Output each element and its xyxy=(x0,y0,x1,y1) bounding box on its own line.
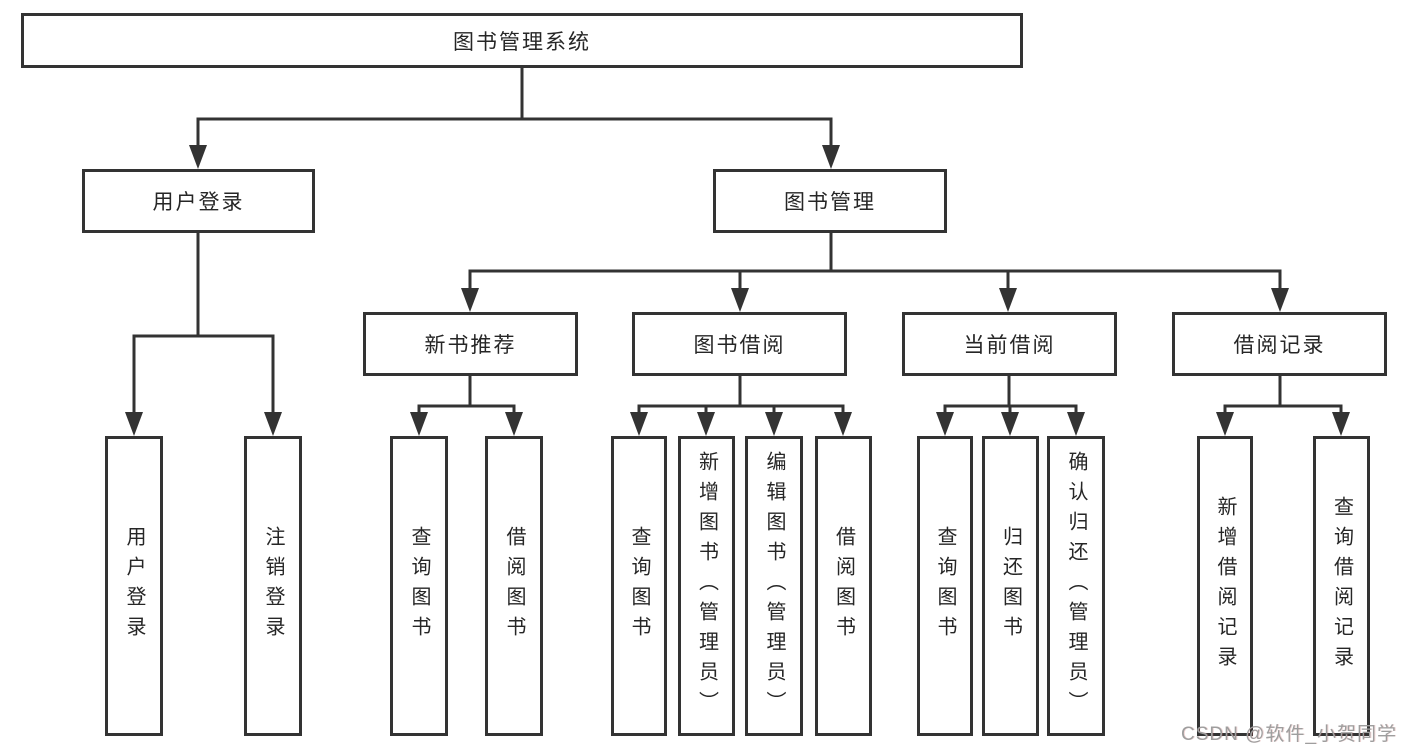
node-borrowing-records: 借阅记录 xyxy=(1172,312,1387,376)
leaf-query-book-current-label: 查询图书 xyxy=(934,526,956,646)
node-borrowing-records-label: 借阅记录 xyxy=(1233,334,1326,357)
node-current-borrowing: 当前借阅 xyxy=(902,312,1117,376)
leaf-query-borrow-record-label: 查询借阅记录 xyxy=(1330,496,1353,676)
leaf-logout: 注销登录 xyxy=(244,436,302,736)
leaf-query-borrow-record: 查询借阅记录 xyxy=(1313,436,1370,736)
node-library-system-label: 图书管理系统 xyxy=(453,30,591,54)
leaf-user-login: 用户登录 xyxy=(105,436,163,736)
leaf-edit-book-admin: 编辑图书（管理员） xyxy=(745,436,803,736)
leaf-add-book-admin-label: 新增图书（管理员） xyxy=(695,451,718,721)
leaf-return-book: 归还图书 xyxy=(982,436,1039,736)
leaf-query-book-borrowing: 查询图书 xyxy=(611,436,667,736)
leaf-confirm-return-admin: 确认归还（管理员） xyxy=(1047,436,1105,736)
leaf-add-borrow-record: 新增借阅记录 xyxy=(1197,436,1253,736)
leaf-user-login-label: 用户登录 xyxy=(123,526,145,646)
leaf-borrow-book: 借阅图书 xyxy=(815,436,872,736)
node-user-login-label: 用户登录 xyxy=(152,191,245,214)
node-book-management: 图书管理 xyxy=(713,169,947,233)
leaf-confirm-return-admin-label: 确认归还（管理员） xyxy=(1065,451,1087,721)
leaf-add-book-admin: 新增图书（管理员） xyxy=(678,436,735,736)
leaf-query-book-recommend: 查询图书 xyxy=(390,436,448,736)
leaf-add-borrow-record-label: 新增借阅记录 xyxy=(1214,496,1236,676)
node-book-management-label: 图书管理 xyxy=(784,191,876,214)
node-user-login: 用户登录 xyxy=(82,169,315,233)
leaf-edit-book-admin-label: 编辑图书（管理员） xyxy=(763,451,785,721)
node-book-borrowing: 图书借阅 xyxy=(632,312,847,376)
leaf-query-book-recommend-label: 查询图书 xyxy=(408,526,430,646)
leaf-borrow-book-recommend: 借阅图书 xyxy=(485,436,543,736)
csdn-watermark: CSDN @软件_小贺同学 xyxy=(1181,724,1397,745)
node-book-borrowing-label: 图书借阅 xyxy=(693,334,786,357)
leaf-return-book-label: 归还图书 xyxy=(999,526,1022,646)
leaf-borrow-book-recommend-label: 借阅图书 xyxy=(503,526,525,646)
leaf-query-book-borrowing-label: 查询图书 xyxy=(628,526,650,646)
leaf-logout-label: 注销登录 xyxy=(262,526,284,646)
node-library-system: 图书管理系统 xyxy=(21,13,1023,68)
leaf-borrow-book-label: 借阅图书 xyxy=(832,526,855,646)
node-new-book-recommend: 新书推荐 xyxy=(363,312,578,376)
node-current-borrowing-label: 当前借阅 xyxy=(963,334,1056,357)
node-new-book-recommend-label: 新书推荐 xyxy=(424,334,517,357)
leaf-query-book-current: 查询图书 xyxy=(917,436,973,736)
